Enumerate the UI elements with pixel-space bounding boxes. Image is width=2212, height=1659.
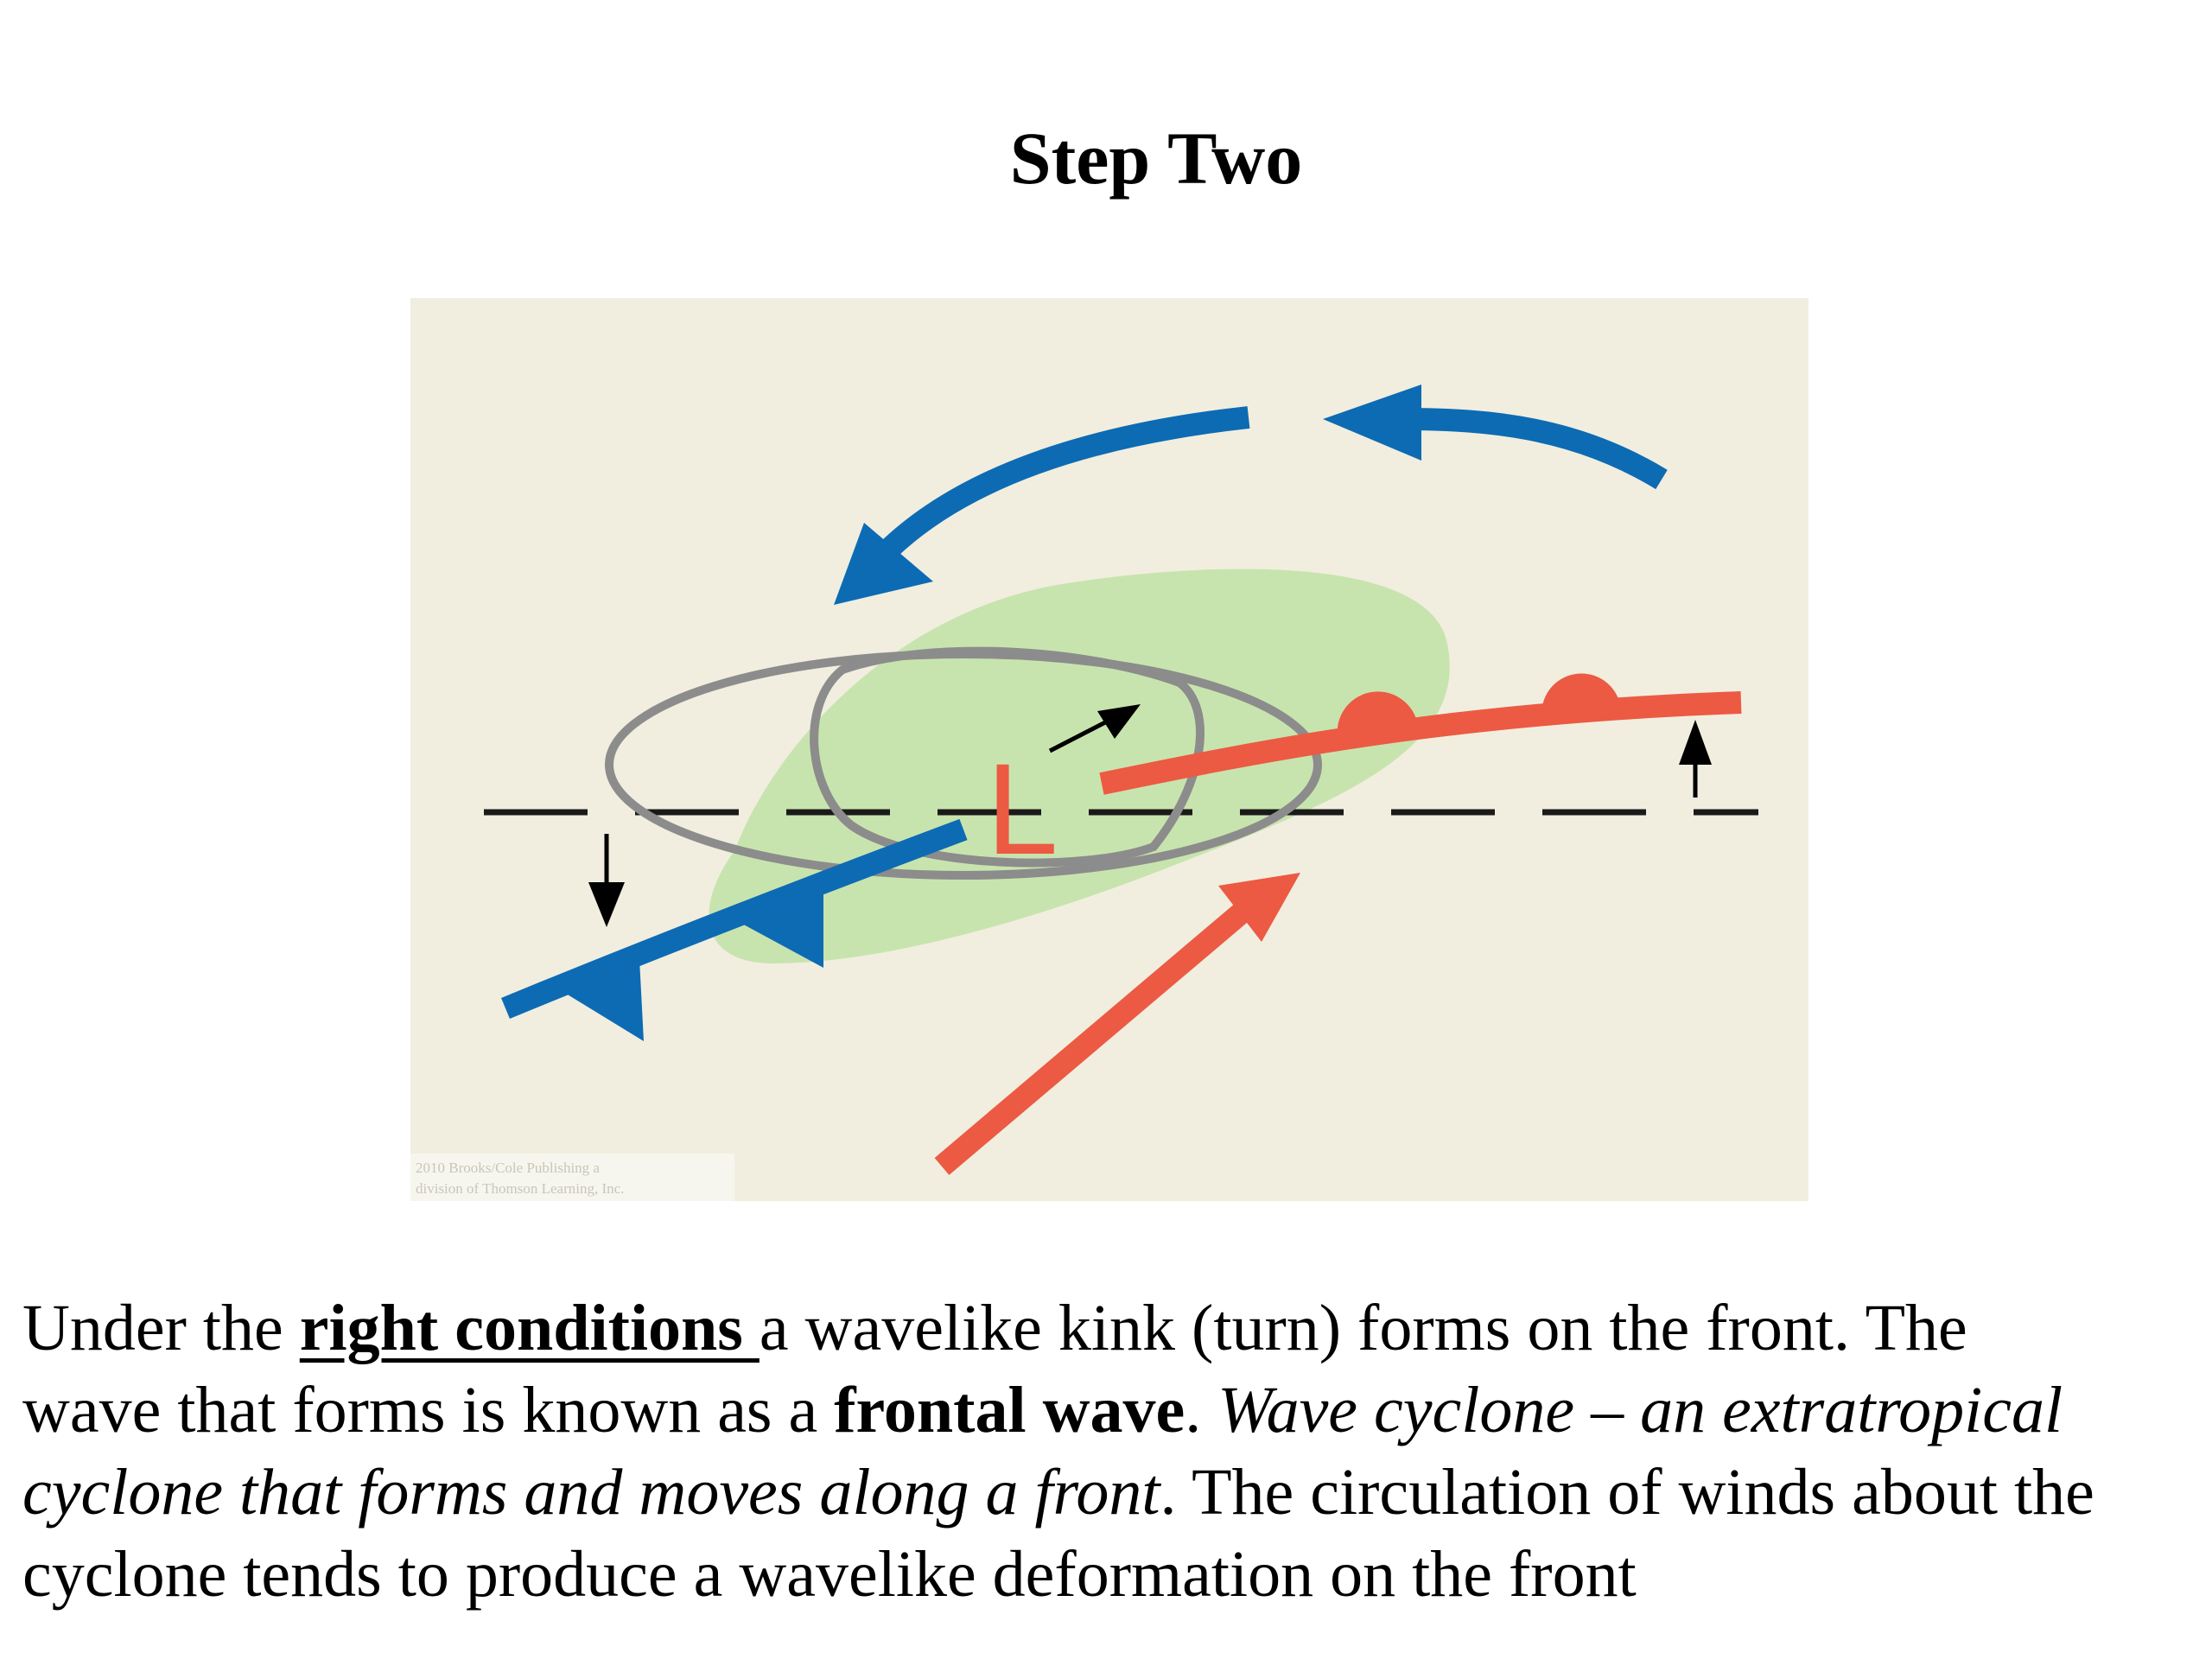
- caption-text: .: [1185, 1374, 1218, 1446]
- caption-paragraph: Under the right conditions a wavelike ki…: [22, 1287, 2200, 1616]
- down-arrow-head: [588, 882, 625, 927]
- low-pressure-label: L: [986, 736, 1058, 881]
- cold-front-line: [501, 818, 968, 1020]
- blue-wind-arrow-left-shaft: [864, 406, 1250, 574]
- red-warm-air-arrow-head: [1218, 873, 1300, 942]
- copyright-box: [410, 1154, 734, 1201]
- blue-wind-arrow-right-shaft: [1403, 408, 1668, 490]
- caption-text: a wavelike kink (turn) forms on the fron…: [759, 1292, 1967, 1364]
- cold-front-triangle-2: [739, 891, 823, 968]
- blue-wind-arrow-right-head: [1323, 385, 1421, 461]
- up-arrow-head: [1679, 720, 1712, 765]
- warm-front-bump-1: [1337, 691, 1417, 737]
- definition-wave-cyclone: Wave cyclone – an extratropical: [1217, 1374, 2063, 1446]
- warm-front-bump-2: [1542, 673, 1620, 706]
- page-title: Step Two: [1009, 117, 1303, 200]
- blue-wind-arrow-left-head: [834, 523, 933, 605]
- cold-front-triangle-1: [559, 959, 644, 1041]
- copyright-line-1: 2010 Brooks/Cole Publishing a: [416, 1160, 600, 1176]
- caption-line-4: cyclone tends to produce a wavelike defo…: [22, 1534, 2200, 1616]
- warm-front-line: [1099, 691, 1742, 795]
- emphasis-right-conditions: right conditions: [299, 1292, 760, 1364]
- isobar-ring: [810, 646, 1205, 868]
- low-movement-arrow-shaft: [1048, 717, 1112, 753]
- diagram-svg: L 2010 Brooks/Cole Publishing a division…: [410, 298, 1808, 1201]
- copyright-line-2: division of Thomson Learning, Inc.: [416, 1180, 624, 1197]
- definition-wave-cyclone-cont: cyclone that forms and moves along a fro…: [22, 1456, 1160, 1529]
- frontal-wave-diagram: L 2010 Brooks/Cole Publishing a division…: [410, 298, 1808, 1201]
- caption-text: cyclone tends to produce a wavelike defo…: [22, 1538, 1637, 1611]
- red-warm-air-arrow-shaft: [934, 894, 1261, 1175]
- caption-text: . The circulation of winds about the: [1160, 1456, 2094, 1529]
- caption-text: wave that forms is known as a: [22, 1374, 835, 1446]
- caption-text: Under the: [22, 1292, 300, 1364]
- caption-line-3: cyclone that forms and moves along a fro…: [22, 1452, 2200, 1534]
- emphasis-frontal-wave: frontal wave: [834, 1374, 1185, 1446]
- caption-line-2: wave that forms is known as a frontal wa…: [22, 1370, 2200, 1452]
- caption-line-1: Under the right conditions a wavelike ki…: [22, 1287, 2200, 1370]
- low-movement-arrow-head: [1097, 704, 1141, 739]
